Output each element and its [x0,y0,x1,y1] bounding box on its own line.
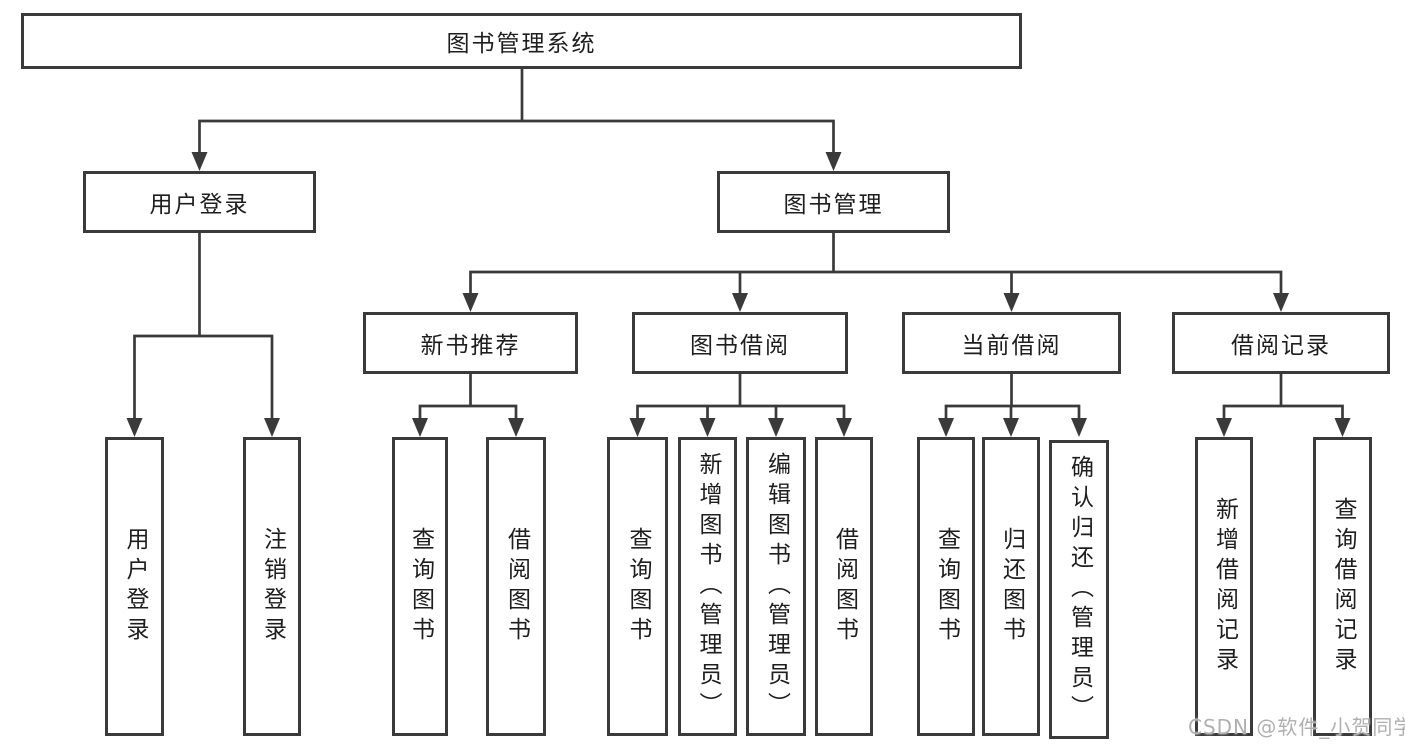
arrow-icon [836,418,852,437]
arrow-icon [825,152,842,171]
leaf-user-login: 用户登录 [105,437,164,736]
arrow-icon [629,418,646,437]
leaf-confirm-return-admin-label: 确认归还（管理员） [1066,454,1093,725]
leaf-logout-label: 注销登录 [259,526,286,647]
leaf-query-borrow-record-label: 查询借阅记录 [1330,496,1356,677]
connector-user-login-subtree [133,233,274,424]
connector-new-book-subtree [418,374,518,424]
node-book-management: 图书管理 [717,171,950,233]
connector-book-borrow-subtree [636,374,846,424]
leaf-query-books-borrow-label: 查询图书 [625,526,651,647]
node-new-book-recommend: 新书推荐 [363,312,578,374]
leaf-user-login-label: 用户登录 [122,526,148,647]
node-borrow-records: 借阅记录 [1172,312,1390,374]
leaf-query-books-recommend: 查询图书 [392,437,448,736]
node-root: 图书管理系统 [21,13,1022,69]
arrow-icon [768,418,784,437]
leaf-edit-books-admin-label: 编辑图书（管理员） [763,451,790,722]
connector-paths [133,69,1344,424]
arrow-icon [462,293,479,312]
leaf-logout: 注销登录 [243,437,301,736]
node-new-book-recommend-label: 新书推荐 [420,333,521,359]
arrow-icon [508,418,524,437]
node-current-borrow: 当前借阅 [902,312,1121,374]
leaf-add-books-admin-label: 新增图书（管理员） [695,451,721,722]
leaf-query-borrow-record: 查询借阅记录 [1313,437,1372,736]
arrow-icon [126,418,143,437]
connector-book-management-subtree [469,233,1283,299]
node-book-borrow-label: 图书借阅 [690,333,790,359]
node-root-label: 图书管理系统 [446,31,597,57]
leaf-query-books-current-label: 查询图书 [933,526,960,647]
arrow-icon [1071,418,1087,437]
leaf-borrow-books-recommend-label: 借阅图书 [503,526,530,647]
arrow-icon [412,418,428,437]
leaf-borrow-books-recommend: 借阅图书 [486,437,546,736]
node-book-borrow: 图书借阅 [632,312,848,374]
node-current-borrow-label: 当前借阅 [961,333,1062,359]
leaf-add-books-admin: 新增图书（管理员） [678,437,737,736]
arrow-icon [938,418,954,437]
leaf-borrow-books-label: 借阅图书 [831,526,858,647]
arrowheads [126,152,1351,437]
connector-borrow-records-subtree [1222,374,1344,424]
leaf-query-books-borrow: 查询图书 [607,437,668,736]
arrow-icon [1216,418,1232,437]
leaf-add-borrow-record-label: 新增借阅记录 [1211,496,1238,677]
leaf-confirm-return-admin: 确认归还（管理员） [1049,440,1109,739]
connector-current-borrow-subtree [944,374,1081,424]
node-borrow-records-label: 借阅记录 [1231,333,1331,359]
leaf-query-books-current: 查询图书 [917,437,975,736]
arrow-icon [699,418,716,437]
csdn-watermark: CSDN @软件_小贺同学 [1188,715,1405,739]
arrow-icon [732,293,748,312]
node-user-login-label: 用户登录 [149,192,250,218]
arrow-icon [1003,293,1020,312]
node-user-login: 用户登录 [83,171,316,233]
leaf-return-books: 归还图书 [982,437,1040,736]
leaf-return-books-label: 归还图书 [998,526,1025,647]
leaf-add-borrow-record: 新增借阅记录 [1195,437,1253,736]
arrow-icon [1334,418,1351,437]
arrow-icon [1273,293,1289,312]
arrow-icon [1003,418,1019,437]
arrow-icon [264,418,280,437]
leaf-borrow-books: 借阅图书 [815,437,873,736]
arrow-icon [191,152,208,171]
leaf-edit-books-admin: 编辑图书（管理员） [746,437,806,736]
node-book-management-label: 图书管理 [783,192,884,218]
leaf-query-books-recommend-label: 查询图书 [407,526,434,647]
connector-root-to-level2 [198,69,835,158]
